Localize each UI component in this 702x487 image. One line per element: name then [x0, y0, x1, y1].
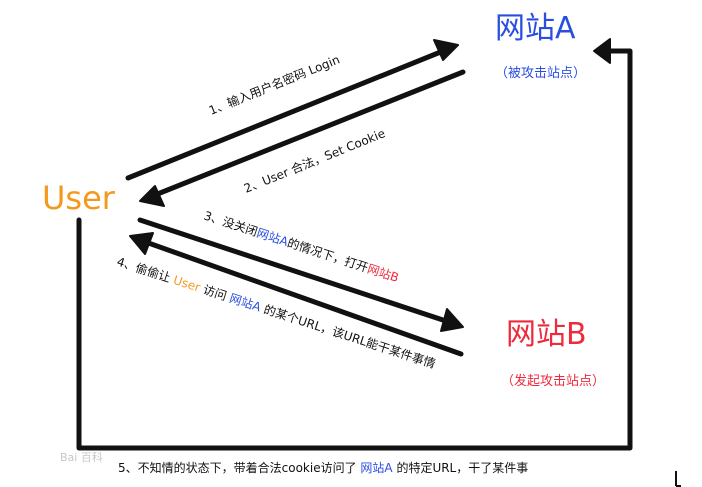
site-b-title: 网站B [506, 317, 587, 352]
arrow-open-site-b [137, 217, 464, 332]
step4-site-a: 网站A [228, 291, 264, 315]
site-a-subtitle: （被攻击站点） [495, 66, 586, 81]
step5-prefix: 5、不知情的状态下，带着合法cookie访问了 [118, 460, 360, 475]
step5-site-a: 网站A [360, 461, 393, 475]
step3-prefix: 3、没关闭 [202, 208, 260, 239]
arrow-login [125, 39, 459, 181]
step3-site-b: 网站B [366, 262, 401, 285]
step4-user: User [172, 273, 202, 295]
step4-visit: 访问 [198, 281, 232, 304]
step3-middle: 的情况下，打开 [286, 235, 371, 275]
baidu-watermark: Bai 百科 [60, 450, 103, 464]
text-cursor-icon [675, 471, 681, 487]
step2-label: 2、User 合法，Set Cookie [242, 125, 388, 195]
step3-site-a: 网站A [255, 226, 291, 250]
step5-label: 5、不知情的状态下，带着合法cookie访问了 网站A 的特定URL，干了某件事 [118, 460, 528, 475]
arrow-forged-request [76, 38, 633, 451]
user-node-label: User [42, 179, 116, 217]
step5-suffix: 的特定URL，干了某件事 [393, 460, 529, 475]
arrow-redirect-user [129, 232, 464, 357]
arrow-set-cookie [139, 69, 466, 207]
step1-label: 1、输入用户名密码 Login [207, 51, 342, 117]
site-a-title: 网站A [495, 11, 576, 46]
site-b-subtitle: （发起攻击站点） [501, 373, 605, 389]
step4-prefix: 4、偷偷让 [115, 254, 176, 287]
